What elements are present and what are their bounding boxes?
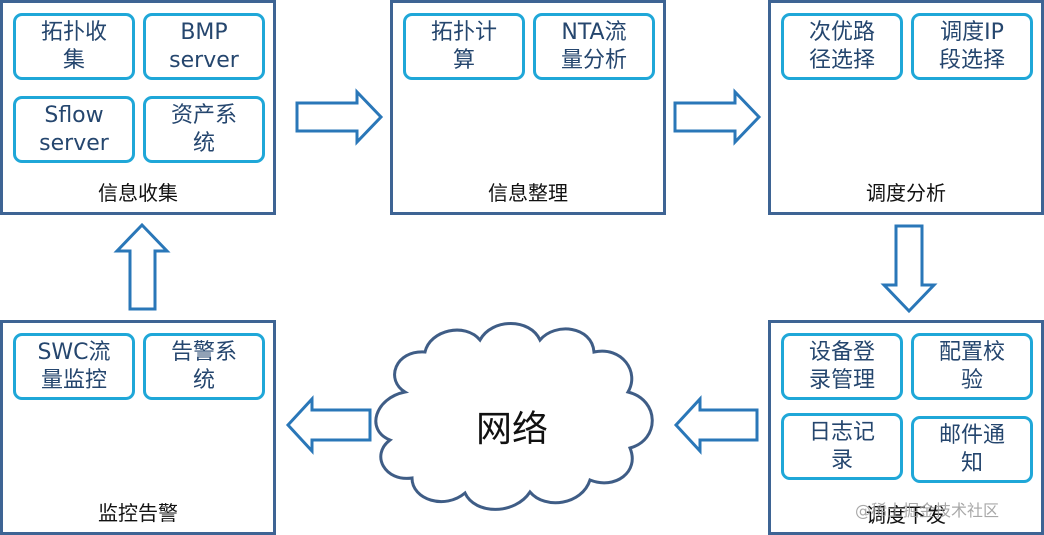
panel-dispatch-deploy: 设备登 录管理 配置校 验 日志记 录 邮件通 知 调度下发 [768,320,1044,535]
box-device-login-mgmt: 设备登 录管理 [781,333,903,400]
box-line: NTA流 [561,19,627,45]
box-line: 算 [452,47,475,73]
box-line: 统 [192,130,215,156]
cloud-label: 网络 [475,409,548,450]
box-line: 量监控 [40,367,107,393]
panel-title: 信息整理 [488,181,568,205]
panel-info-collection: 拓扑收 集 BMP server Sflow server 资产系 统 信息收集 [0,0,276,215]
arrow-down-icon [880,224,938,314]
panel-monitor-alarm: SWC流 量监控 告警系 统 监控告警 [0,320,276,535]
box-topology-compute: 拓扑计 算 [403,13,525,80]
box-line: 验 [960,367,983,393]
arrow-right-icon [673,88,762,146]
box-line: server [39,130,109,156]
arrow-left-icon [673,395,759,455]
arrow-up-icon [113,222,171,311]
box-line: 集 [62,47,85,73]
box-line: 知 [960,450,983,476]
box-line: 拓扑计 [430,19,497,45]
arrow-right-icon [295,88,384,146]
panel-dispatch-analysis: 次优路 径选择 调度IP 段选择 调度分析 [768,0,1044,215]
box-config-verify: 配置校 验 [911,333,1033,400]
box-line: SWC流 [37,339,111,365]
box-line: 统 [192,367,215,393]
box-line: 配置校 [938,339,1005,365]
box-line: Sflow [44,102,104,128]
box-bmp-server: BMP server [143,13,265,80]
box-nta-traffic-analysis: NTA流 量分析 [533,13,655,80]
box-line: 径选择 [808,47,875,73]
box-email-notify: 邮件通 知 [911,416,1033,483]
panel-title: 监控告警 [98,501,178,525]
box-alarm-system: 告警系 统 [143,333,265,400]
box-sflow-server: Sflow server [13,96,135,163]
box-swc-traffic-monitor: SWC流 量监控 [13,333,135,400]
box-suboptimal-path: 次优路 径选择 [781,13,903,80]
box-line: 录管理 [808,367,875,393]
box-line: BMP [180,19,228,45]
box-asset-system: 资产系 统 [143,96,265,163]
box-line: 量分析 [560,47,627,73]
box-line: 日志记 [808,419,875,445]
box-line: server [169,47,239,73]
box-line: 拓扑收 [40,19,107,45]
cloud-icon [374,322,654,511]
arrow-left-icon [285,395,372,455]
panel-title: 调度下发 [866,503,946,527]
box-line: 告警系 [170,339,237,365]
box-topology-collection: 拓扑收 集 [13,13,135,80]
box-line: 资产系 [170,102,237,128]
box-line: 录 [830,447,853,473]
box-line: 调度IP [940,19,1004,45]
panel-title: 调度分析 [866,181,946,205]
box-line: 设备登 [808,339,875,365]
box-logging: 日志记 录 [781,413,903,480]
panel-info-organize: 拓扑计 算 NTA流 量分析 信息整理 [390,0,666,215]
watermark: @稀土掘金技术社区 [855,501,1000,520]
panel-title: 信息收集 [98,181,178,205]
box-line: 次优路 [808,19,875,45]
box-line: 邮件通 [938,422,1005,448]
box-line: 段选择 [938,47,1005,73]
box-ip-segment-selection: 调度IP 段选择 [911,13,1033,80]
